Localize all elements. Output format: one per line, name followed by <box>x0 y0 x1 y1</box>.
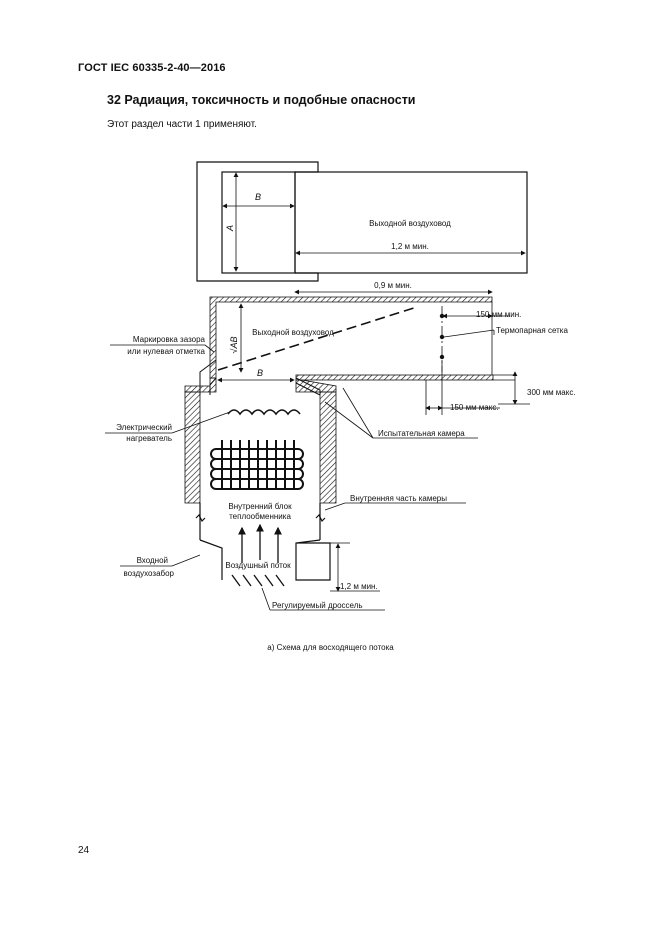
test-chamber-walls <box>184 377 337 504</box>
section-title: 32 Радиация, токсичность и подобные опас… <box>107 93 416 107</box>
page-number: 24 <box>78 845 90 856</box>
dimension-0-9: 0,9 м мин. <box>294 281 493 295</box>
max-300-label: 300 мм макс. <box>527 388 576 397</box>
min-1-2-bottom-label: 1,2 м мин. <box>340 582 378 591</box>
lower-section <box>195 503 331 581</box>
damper-callout: Регулируемый дроссель <box>261 587 385 611</box>
dimension-150-top: 150 мм мин. <box>442 310 521 319</box>
inlet-callout: Входной воздухозабор <box>120 554 201 578</box>
document-code: ГОСТ IEC 60335-2-40—2016 <box>78 62 226 74</box>
dimension-300: 300 мм макс. <box>493 371 576 405</box>
max-150-bottom-label: 150 мм макс. <box>450 403 499 412</box>
outlet-duct-section <box>196 161 528 282</box>
min-1-2-top-label: 1,2 м мин. <box>391 242 429 251</box>
outlet-duct-top-label: Выходной воздуховод <box>369 219 451 228</box>
thermocouple-grid-label: Термопарная сетка <box>496 326 568 335</box>
dim-sqrt-AB-label: √AB <box>229 337 239 354</box>
dimension-A: A <box>225 172 239 272</box>
dim-A-label: A <box>225 225 235 232</box>
inlet-line2: воздухозабор <box>123 569 174 578</box>
dimension-B-top: B <box>222 192 295 209</box>
heater-coil <box>227 409 301 416</box>
dimension-B-mid: B <box>217 368 295 383</box>
airflow-arrows <box>238 523 282 563</box>
section-body: Этот раздел части 1 применяют. <box>107 119 257 130</box>
min-0-9-label: 0,9 м мин. <box>374 281 412 290</box>
marking-callout: Маркировка зазора или нулевая отметка <box>110 335 215 356</box>
indoor-unit-line2: теплообменника <box>229 512 291 521</box>
air-flow-label: Воздушный поток <box>225 561 291 570</box>
heater-callout: Электрический нагреватель <box>105 411 231 443</box>
dim-B-top-label: B <box>255 192 261 202</box>
dimension-1-2-top: 1,2 м мин. <box>295 242 526 256</box>
damper-slats <box>231 574 285 587</box>
diagonal-dashed-line <box>217 306 418 371</box>
dimension-sqrt-AB: √AB <box>229 303 244 373</box>
outlet-duct-mid-label: Выходной воздуховод <box>252 328 334 337</box>
dimension-1-2-bottom: 1,2 м мин. <box>330 542 380 592</box>
inlet-line1: Входной <box>137 556 168 565</box>
marking-line1: Маркировка зазора <box>133 335 206 344</box>
inner-part-label: Внутренняя часть камеры <box>350 494 447 503</box>
heater-line1: Электрический <box>116 423 172 432</box>
dim-B-mid-label: B <box>257 368 263 378</box>
inner-part-callout: Внутренняя часть камеры <box>324 494 466 511</box>
dimension-150-bottom: 150 мм макс. <box>425 360 500 415</box>
test-chamber-label: Испытательная камера <box>378 429 465 438</box>
heater-line2: нагреватель <box>126 434 172 443</box>
figure-caption: а) Схема для восходящего потока <box>267 643 394 652</box>
test-chamber-callout: Испытательная камера <box>324 387 478 439</box>
marking-line2: или нулевая отметка <box>127 347 205 356</box>
heat-exchanger-coil <box>210 440 304 490</box>
indoor-unit-line1: Внутренний блок <box>228 502 292 511</box>
max-150-top-label: 150 мм мин. <box>476 310 521 319</box>
damper-label: Регулируемый дроссель <box>272 601 363 610</box>
outlet-duct-walls <box>209 296 494 381</box>
